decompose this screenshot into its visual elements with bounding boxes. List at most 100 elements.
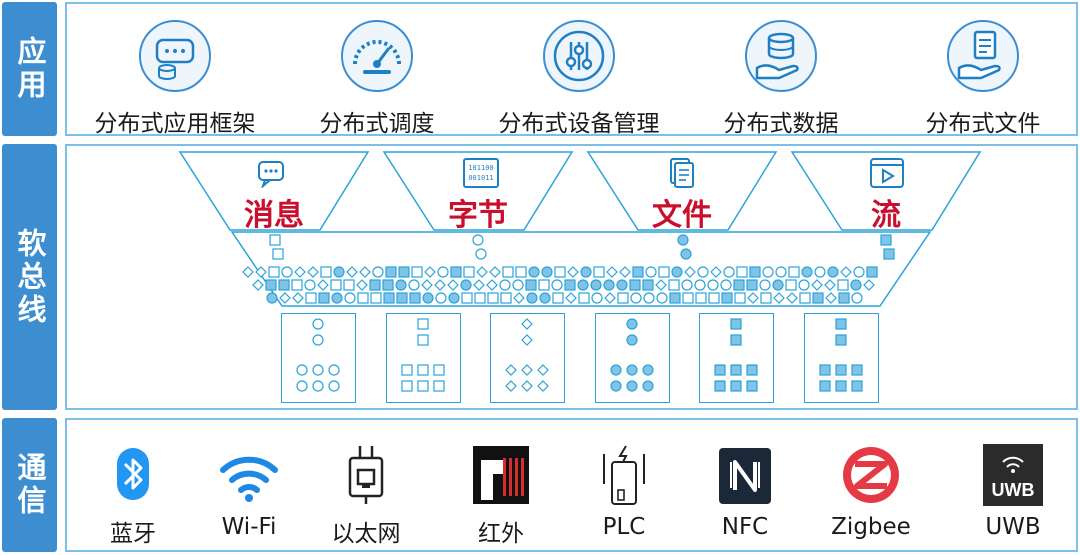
packet-shape [422, 292, 434, 304]
binary-icon-line: 001011 [468, 174, 494, 182]
packet-shape [317, 279, 329, 291]
packet-shape [528, 266, 540, 278]
packet-shape [577, 279, 589, 291]
wifi-icon [220, 456, 278, 502]
packet-shape [772, 279, 784, 291]
packet-shape [671, 266, 683, 278]
packet-shape [721, 292, 733, 304]
packet-shape [460, 279, 472, 291]
packet-shape [318, 292, 330, 304]
packet-shape [762, 266, 774, 278]
comm-label: UWB [985, 514, 1041, 540]
app-label: 分布式设备管理 [498, 111, 660, 137]
packet-shape [604, 292, 616, 304]
packet-shape [630, 292, 642, 304]
packet-shape [812, 292, 824, 304]
infrared-icon [473, 446, 529, 504]
packet-shape [552, 292, 564, 304]
packet-shape [799, 292, 811, 304]
packet-shape [252, 279, 264, 291]
output-box [595, 313, 670, 403]
packet-shape [294, 266, 306, 278]
packet-shape [242, 266, 254, 278]
packet-shape [307, 266, 319, 278]
packet-shape [344, 292, 356, 304]
packet-shape [707, 279, 719, 291]
packet-shape [668, 279, 680, 291]
packet-shape [746, 279, 758, 291]
packet-shape [759, 279, 771, 291]
output-box [699, 313, 774, 403]
bus-shapes [242, 234, 895, 304]
packet-shape [435, 292, 447, 304]
packet-shape [684, 266, 696, 278]
packet-shape [643, 292, 655, 304]
comm-label: 红外 [478, 521, 524, 547]
comm-item-wifi: Wi-Fi [189, 420, 309, 555]
settings-sliders-icon [543, 20, 615, 92]
packet-shape [502, 266, 514, 278]
packet-shape [580, 266, 592, 278]
packet-shape [645, 266, 657, 278]
packet-shape [863, 279, 875, 291]
packet-shape [593, 266, 605, 278]
packet-shape [565, 292, 577, 304]
comm-label: NFC [721, 514, 769, 540]
packet-shape [564, 279, 576, 291]
comm-item-nfc: NFC [685, 420, 805, 555]
side-label-app: 应用 [2, 2, 57, 136]
file-hand-icon [947, 20, 1019, 92]
packet-shape [567, 266, 579, 278]
packet-shape [255, 266, 267, 278]
packet-shape [450, 266, 462, 278]
packet-shape [669, 292, 681, 304]
packet-shape [525, 279, 537, 291]
ethernet-port-icon [348, 446, 384, 504]
packet-shape [590, 279, 602, 291]
app-item-framework: 分布式应用框架 [75, 4, 275, 139]
packet-shape [398, 266, 410, 278]
packet-shape [760, 292, 772, 304]
funnel-top-bytes [382, 151, 574, 231]
app-item-scheduling: 分布式调度 [277, 4, 477, 139]
packet-shape [798, 279, 810, 291]
packet-shape [489, 266, 501, 278]
packet-shape [357, 292, 369, 304]
bus-type-bytes: 字节 [448, 198, 508, 233]
packet-shape [853, 266, 865, 278]
database-hand-icon [745, 20, 817, 92]
packet-shape [265, 279, 277, 291]
side-label-bus-text: 软总线 [13, 227, 47, 327]
packet-shape [278, 279, 290, 291]
packet-shape [499, 279, 511, 291]
packet-shape [513, 292, 525, 304]
uwb-icon: UWB [983, 444, 1043, 506]
packet-shape [824, 279, 836, 291]
packet-shape [356, 279, 368, 291]
packet-shape [447, 279, 459, 291]
comm-item-zigbee: Zigbee [811, 420, 931, 555]
packet-shape [578, 292, 590, 304]
packet-shape [304, 279, 316, 291]
packet-shape [786, 292, 798, 304]
packet-shape [801, 266, 813, 278]
packet-shape [734, 292, 746, 304]
packet-shape [268, 266, 280, 278]
packet-shape [461, 292, 473, 304]
packet-shape [474, 292, 486, 304]
funnel-top-file [586, 151, 778, 231]
comm-label: 蓝牙 [110, 521, 156, 547]
packet-shape [850, 279, 862, 291]
comm-item-ethernet: 以太网 [306, 420, 426, 555]
packet-shape [617, 292, 629, 304]
packet-shape [343, 279, 355, 291]
packet-shape [785, 279, 797, 291]
app-item-device-mgmt: 分布式设备管理 [479, 4, 679, 139]
packet-shape [682, 292, 694, 304]
app-panel: 分布式应用框架 分布式调度 分布式设备管理 [65, 2, 1078, 139]
packet-shape [526, 292, 538, 304]
packet-shape [333, 266, 345, 278]
packet-shape [473, 279, 485, 291]
packet-shape [880, 234, 892, 246]
